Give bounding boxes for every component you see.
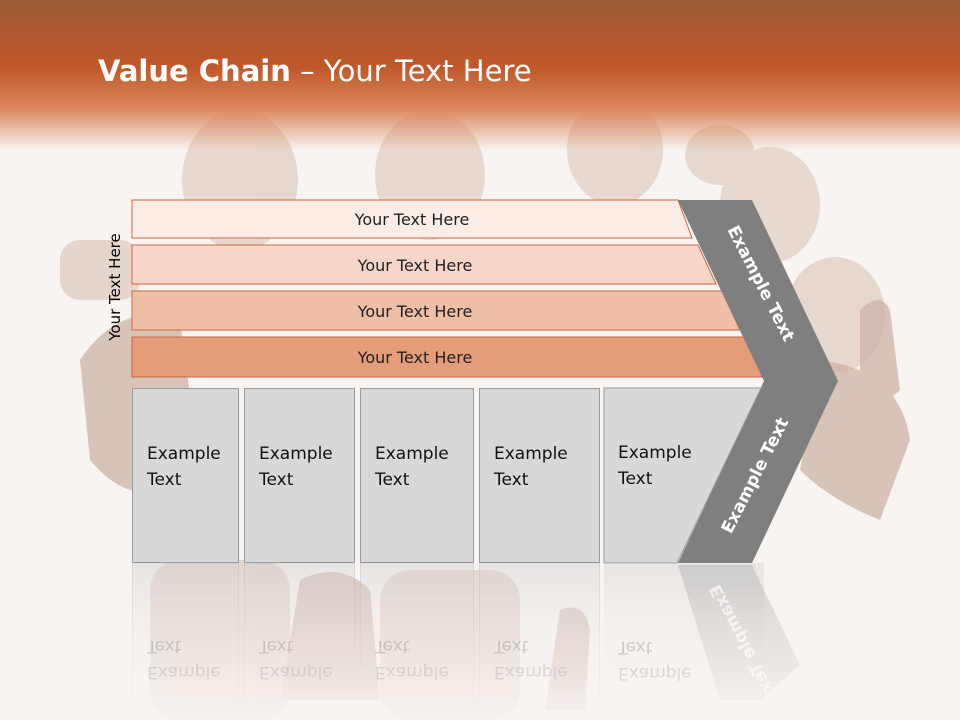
box-5-line2: Text: [618, 469, 653, 489]
box-4-line1: Example: [494, 444, 568, 464]
box-5-line1: Example: [618, 443, 692, 463]
stripe-shape: [131, 244, 717, 285]
box-1-line2: Text: [147, 470, 182, 490]
stripe-4-label: Your Text Here: [357, 347, 473, 367]
box-3-line2: Text: [375, 470, 410, 490]
page-title: Value Chain – Your Text Here: [98, 54, 532, 88]
title-rest: – Your Text Here: [290, 54, 532, 88]
title-bold: Value Chain: [98, 54, 291, 88]
stripe-4: Your Text Here: [132, 339, 698, 375]
stripe-shape: [131, 199, 693, 239]
stripe-1: Your Text Here: [132, 201, 692, 237]
stripe-3: Your Text Here: [132, 293, 698, 329]
box-3-line1: Example: [375, 444, 449, 464]
box-2-line2: Text: [259, 470, 294, 490]
box-2-line1: Example: [259, 444, 333, 464]
stripe-2: Your Text Here: [132, 247, 698, 283]
bottom-fade: [0, 560, 960, 720]
stripe-3-label: Your Text Here: [357, 301, 473, 321]
chevron-arrow: [678, 200, 838, 563]
box-1-line1: Example: [147, 444, 221, 464]
stripe-2-label: Your Text Here: [357, 255, 473, 275]
stripe-1-label: Your Text Here: [354, 209, 470, 229]
title-banner: [0, 0, 960, 150]
box-4-line2: Text: [494, 470, 529, 490]
